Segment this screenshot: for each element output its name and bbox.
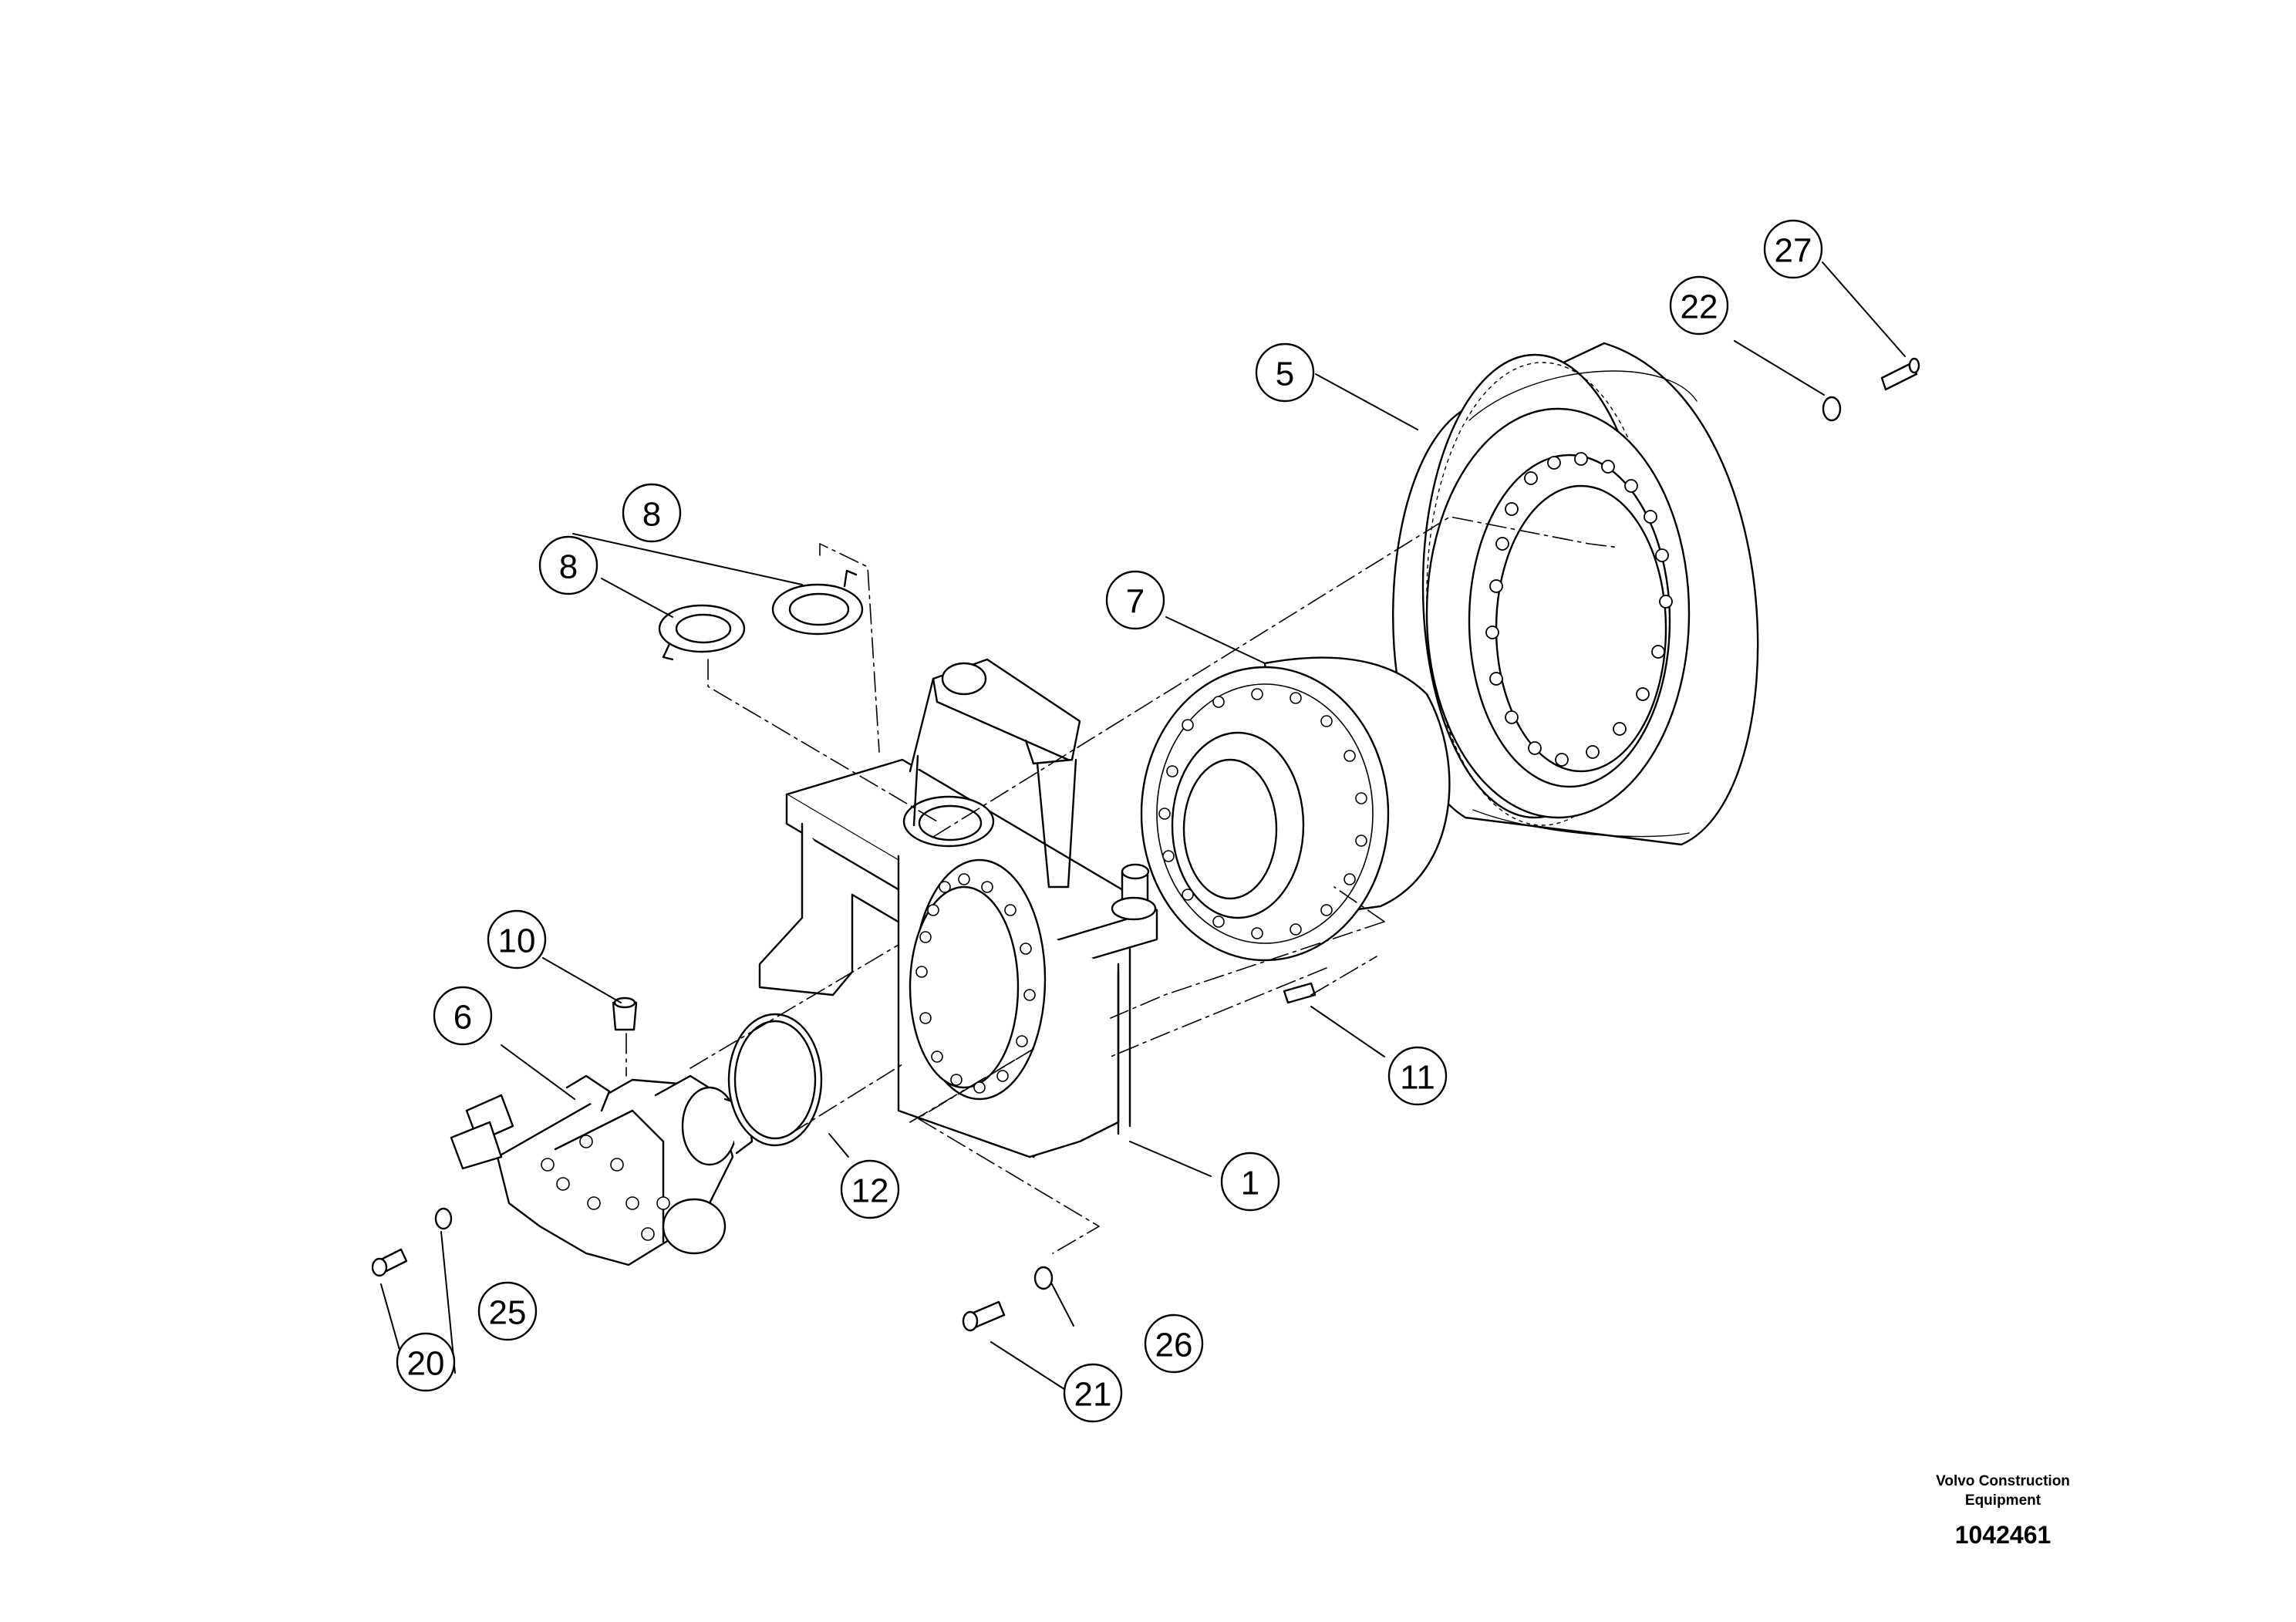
callout-12: 12 bbox=[851, 1172, 889, 1210]
grease-nipple-part-10 bbox=[612, 996, 638, 1031]
callout-circles bbox=[396, 219, 1823, 1423]
callout-20: 20 bbox=[407, 1345, 445, 1383]
callout-26: 26 bbox=[1155, 1327, 1193, 1364]
callout-1: 1 bbox=[1241, 1165, 1259, 1202]
washer-part-25 bbox=[434, 1207, 453, 1230]
frame-bolt-holes bbox=[915, 873, 1036, 1094]
hydraulic-motor-part bbox=[450, 1074, 754, 1266]
bolt-part-21 bbox=[962, 1300, 1006, 1332]
callout-22: 22 bbox=[1681, 288, 1718, 326]
drawing-number: 1042461 bbox=[1954, 1521, 2052, 1549]
o-ring-part bbox=[727, 1013, 823, 1147]
callout-21: 21 bbox=[1074, 1376, 1112, 1414]
brand-line-1: Volvo Construction bbox=[1936, 1473, 2070, 1489]
washer-part-26 bbox=[1033, 1266, 1054, 1290]
grease-nipple-part-11 bbox=[1283, 982, 1317, 1004]
assembly-center-lines bbox=[625, 516, 1620, 1254]
callout-labels: 1 5 6 7 8 8 10 11 12 20 21 22 25 26 27 bbox=[407, 232, 1812, 1414]
callout-10: 10 bbox=[498, 922, 536, 960]
leader-lines bbox=[380, 261, 1906, 1391]
brand-line-2: Equipment bbox=[1964, 1492, 2041, 1509]
callout-7: 7 bbox=[1126, 583, 1145, 621]
callout-8-left: 8 bbox=[559, 548, 578, 586]
hub-bolt-holes bbox=[1158, 688, 1367, 939]
bolt-part-20 bbox=[371, 1248, 408, 1277]
callout-8-right: 8 bbox=[642, 496, 661, 534]
thrust-washer-parts bbox=[658, 569, 864, 661]
tire-part bbox=[1392, 342, 1759, 846]
callout-5: 5 bbox=[1276, 356, 1294, 393]
callout-27: 27 bbox=[1775, 232, 1812, 270]
callout-6: 6 bbox=[453, 999, 472, 1037]
drawing-footer: Volvo Construction Equipment 1042461 bbox=[1880, 1472, 2126, 1549]
wheel-hub-part bbox=[1140, 656, 1451, 962]
washer-part-22 bbox=[1822, 396, 1842, 422]
bolt-part-27 bbox=[1880, 357, 1920, 391]
callout-11: 11 bbox=[1400, 1059, 1435, 1097]
frame-part bbox=[758, 658, 1158, 1158]
rim-bolt-holes bbox=[1485, 452, 1673, 767]
callout-25: 25 bbox=[489, 1294, 527, 1332]
